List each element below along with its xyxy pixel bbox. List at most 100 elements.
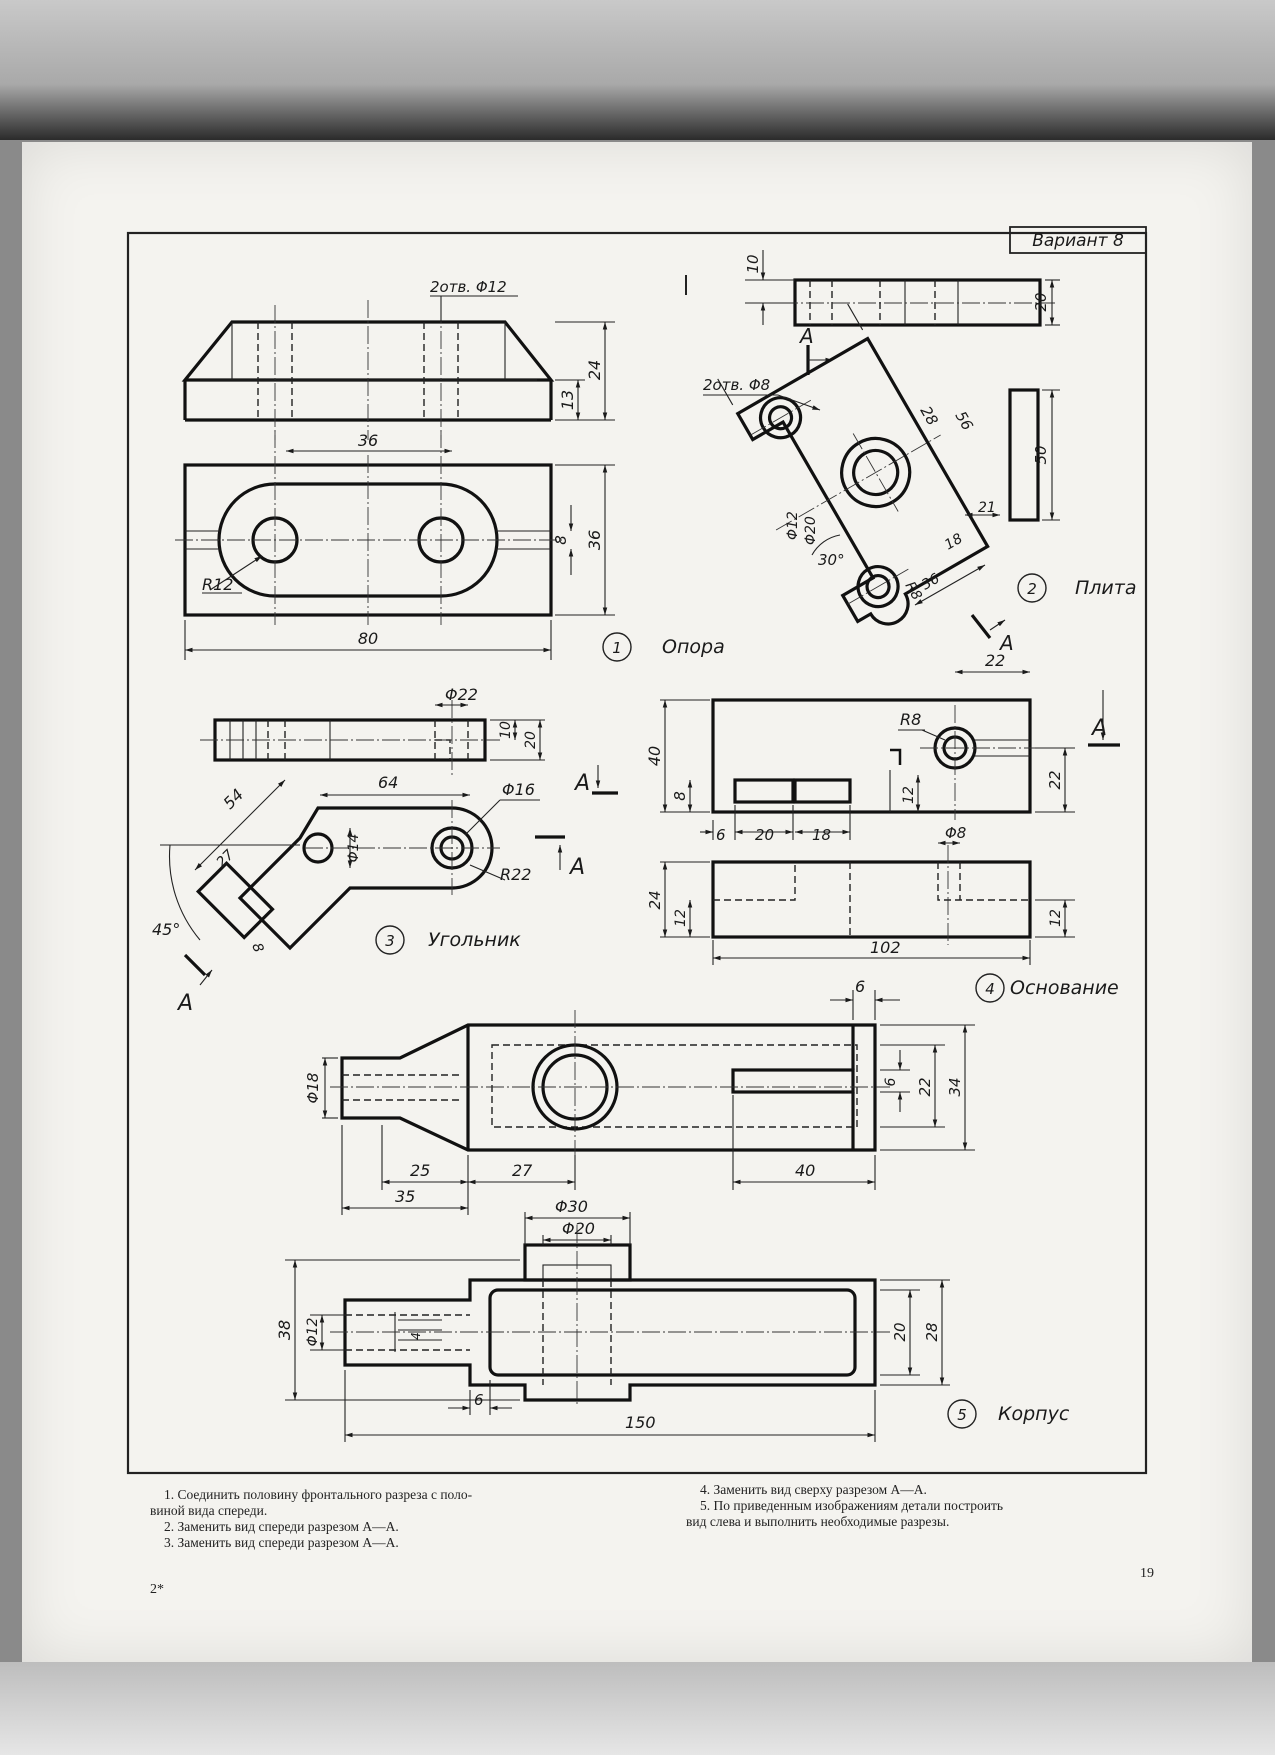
- note-1-line-2: виной вида спереди.: [150, 1503, 268, 1518]
- note-3: 3. Заменить вид спереди разрезом А—А.: [164, 1535, 399, 1550]
- part3-dim-phi16: Φ16: [502, 780, 535, 799]
- part4-section-label: A: [1090, 716, 1107, 741]
- part3-section-label-1: A: [573, 771, 590, 796]
- part1-dim-36-height: 36: [585, 530, 604, 550]
- part4-name: Основание: [1010, 977, 1119, 999]
- notes-left: 1. Соединить половину фронтального разре…: [150, 1487, 622, 1551]
- sheet-frame: [126, 231, 1148, 1475]
- part4-dim-20: 20: [755, 826, 774, 844]
- part5-dim-27: 27: [512, 1161, 533, 1180]
- variant-box: [1009, 226, 1147, 254]
- note-1-line-1: 1. Соединить половину фронтального разре…: [164, 1487, 473, 1502]
- part5-front-outline: [343, 1278, 877, 1402]
- note-4: 4. Заменить вид сверху разрезом А—А.: [700, 1482, 927, 1497]
- part2-section-label-bottom: A: [998, 631, 1014, 655]
- part5-dim-25: 25: [410, 1161, 430, 1180]
- part2-dim-20: 20: [1032, 292, 1050, 311]
- part5-dim-150: 150: [625, 1413, 656, 1432]
- part2-section-label-top: A: [798, 324, 814, 348]
- part3-dim-54: 54: [219, 785, 247, 813]
- part4-osnovanie: 22 R8 40 8 12 22 A 6 20 18: [645, 651, 1120, 1003]
- part5-dim-35: 35: [395, 1187, 415, 1206]
- part1-dim-13: 13: [558, 390, 577, 410]
- part3-dim-8: 8: [248, 941, 266, 955]
- note-5-line-2: вид слева и выполнить необходимые разрез…: [686, 1514, 950, 1529]
- part2-dim-phi20: Φ20: [803, 516, 819, 545]
- part4-dim-12-right: 12: [1048, 909, 1064, 927]
- part4-dim-phi8: Φ8: [945, 824, 966, 842]
- notes-right: 4. Заменить вид сверху разрезом А—А. 5. …: [686, 1482, 1156, 1530]
- note-2: 2. Заменить вид спереди разрезом А—А.: [164, 1519, 399, 1534]
- part3-dim-10: 10: [498, 721, 514, 739]
- part1-holes-label: 2отв. Φ12: [430, 278, 507, 296]
- part3-number: 3: [385, 932, 395, 950]
- part4-dim-6: 6: [716, 826, 726, 844]
- part1-dim-24: 24: [585, 360, 604, 380]
- part5-dim-40: 40: [795, 1161, 815, 1180]
- part2-dim-50: 50: [1032, 445, 1050, 464]
- part2-dim-phi12: Φ12: [785, 511, 801, 540]
- part4-dim-22-top: 22: [985, 651, 1005, 670]
- part3-dim-64: 64: [378, 773, 398, 792]
- part4-dim-40: 40: [645, 746, 664, 766]
- variant-label: Вариант 8: [1032, 231, 1124, 251]
- part2-dim-21: 21: [978, 500, 996, 516]
- part2-dim-56: 56: [952, 408, 977, 434]
- part4-dim-8: 8: [671, 791, 689, 801]
- part4-dim-12: 12: [901, 786, 917, 804]
- part4-dim-102: 102: [870, 938, 901, 957]
- part1-opora: 2отв. Φ12 24 13 36 R12 36 8: [175, 278, 725, 662]
- part2-plita: 10 20 A 50: [685, 250, 1137, 655]
- part2-dim-10: 10: [744, 254, 762, 273]
- part2-holes-label: 2отв. Φ8: [703, 376, 770, 394]
- part4-number: 4: [985, 980, 995, 998]
- part3-dim-45deg: 45°: [152, 920, 180, 939]
- part4-dim-24: 24: [646, 890, 664, 909]
- part5-dim-6-bottom: 6: [474, 1391, 484, 1409]
- part3-dim-27: 27: [214, 847, 238, 871]
- part3-dim-phi22: Φ22: [445, 685, 478, 704]
- note-5-line-1: 5. По приведенным изображениям детали по…: [700, 1498, 1004, 1513]
- part1-dim-80: 80: [358, 629, 378, 648]
- part5-number: 5: [957, 1406, 967, 1424]
- part3-section-label-2: A: [568, 855, 585, 880]
- part1-dim-r12: R12: [202, 575, 233, 594]
- part3-ugolnik: Φ22 10 20 64 Φ16 Φ14 R22 54 27 45° 8 3 У…: [152, 685, 618, 1016]
- part3-dim-phi14: Φ14: [346, 834, 362, 863]
- page-number: 19: [1140, 1566, 1154, 1581]
- part4-dim-12-left: 12: [673, 909, 689, 927]
- book-page: [22, 142, 1252, 1662]
- part3-section-label-3: A: [176, 991, 193, 1016]
- part4-dim-r8: R8: [900, 710, 921, 729]
- part5-dim-6-top: 6: [855, 977, 865, 996]
- part2-name: Плита: [1075, 577, 1137, 599]
- part5-dim-phi30: Φ30: [555, 1197, 588, 1216]
- scan-bottom-background: [0, 1662, 1275, 1755]
- part5-dim-4: 4: [409, 1332, 423, 1340]
- part2-dim-18: 18: [942, 531, 966, 554]
- part5-dim-phi20: Φ20: [562, 1219, 595, 1238]
- part2-dim-30deg: 30°: [818, 551, 845, 569]
- part1-dim-36-width: 36: [358, 431, 378, 450]
- part2-number: 2: [1027, 580, 1037, 598]
- part3-dim-r22: R22: [500, 865, 531, 884]
- signature-mark: 2*: [150, 1582, 164, 1597]
- part5-dim-38: 38: [275, 1320, 294, 1340]
- part3-dim-20: 20: [523, 731, 539, 749]
- part5-korpus: 6 Φ18 6 22 34 25 27 40 35: [275, 977, 1070, 1442]
- part5-dim-6-slot: 6: [883, 1077, 899, 1086]
- part5-name: Корпус: [998, 1403, 1070, 1425]
- part5-top-outline: [340, 1023, 877, 1152]
- part1-dim-8: 8: [552, 535, 570, 545]
- part5-dim-34: 34: [946, 1077, 964, 1096]
- part4-dim-22-right: 22: [1046, 770, 1064, 789]
- part3-name: Угольник: [428, 929, 521, 951]
- part1-name: Опора: [662, 636, 725, 658]
- part5-dim-20: 20: [891, 1322, 909, 1341]
- part1-number: 1: [612, 639, 622, 657]
- part5-dim-28: 28: [923, 1322, 941, 1341]
- part5-dim-phi18: Φ18: [304, 1073, 322, 1104]
- part5-dim-22: 22: [916, 1077, 934, 1096]
- part5-dim-phi12: Φ12: [305, 1317, 321, 1346]
